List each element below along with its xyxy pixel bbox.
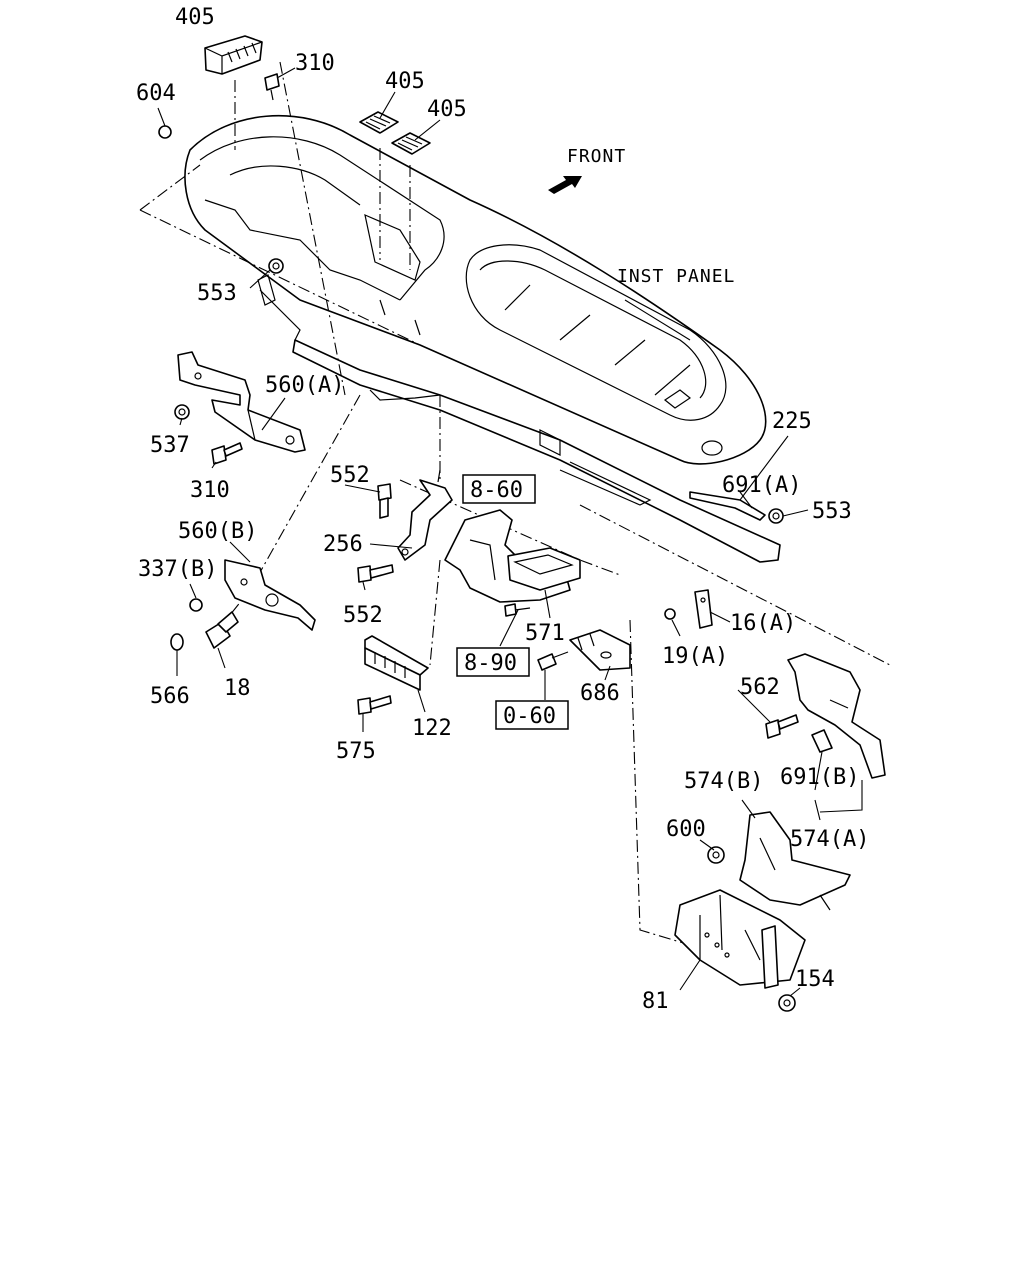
callout-604: 604 <box>136 81 176 106</box>
callout-553-b: 553 <box>812 499 852 524</box>
callout-566: 566 <box>150 684 190 709</box>
callout-560a: 560(A) <box>265 373 344 398</box>
callout-552-b: 552 <box>343 603 383 628</box>
vent-grille-405-a <box>204 35 263 75</box>
callout-256: 256 <box>323 532 363 557</box>
phantom-lines <box>139 61 891 946</box>
vent-grille-405-b <box>359 111 399 134</box>
callout-600: 600 <box>666 817 706 842</box>
connector-0-60 <box>537 651 569 671</box>
callout-405-c: 405 <box>427 97 467 122</box>
nut-537 <box>174 404 190 420</box>
screw-19a <box>664 608 676 620</box>
switch-686 <box>569 629 631 671</box>
callout-337b: 337(B) <box>138 557 217 582</box>
ref-box-8-60-text: 8-60 <box>470 478 523 503</box>
callout-686: 686 <box>580 681 620 706</box>
callout-571: 571 <box>525 621 565 646</box>
bracket-574a <box>787 653 886 779</box>
callout-310-a: 310 <box>295 51 335 76</box>
callout-562: 562 <box>740 675 780 700</box>
leader-lines <box>157 67 863 997</box>
pocket-box <box>507 547 581 591</box>
bracket-560b <box>224 559 316 631</box>
switch-panel-122 <box>364 635 429 691</box>
instrument-panel <box>184 114 767 465</box>
nut-553-right <box>768 508 784 524</box>
bracket-256 <box>397 469 453 561</box>
ring-566 <box>170 633 184 651</box>
callout-574a: 574(A) <box>790 827 869 852</box>
callout-19a: 19(A) <box>662 644 728 669</box>
nut-553-upper <box>268 258 284 274</box>
front-arrow-icon <box>548 176 582 194</box>
bolt-552-lower <box>357 564 394 583</box>
cross-beam <box>257 274 781 563</box>
callout-310-b: 310 <box>190 478 230 503</box>
plug-18 <box>205 611 239 649</box>
callout-553-a: 553 <box>197 281 237 306</box>
screw-337b <box>189 598 203 612</box>
tray-81 <box>674 889 806 989</box>
callout-560b: 560(B) <box>178 519 257 544</box>
ref-box-8-60: 8-60 <box>462 474 536 504</box>
bolt-552-upper <box>377 483 392 519</box>
bracket-16a <box>694 589 713 629</box>
callout-552-a: 552 <box>330 463 370 488</box>
callout-16a: 16(A) <box>730 611 796 636</box>
clip-604 <box>158 125 172 139</box>
ref-box-0-60-text: 0-60 <box>503 704 556 729</box>
callout-81: 81 <box>642 989 669 1014</box>
callout-691b: 691(B) <box>780 765 859 790</box>
callout-122: 122 <box>412 716 452 741</box>
callout-405-a: 405 <box>175 5 215 30</box>
callout-575: 575 <box>336 739 376 764</box>
ref-box-8-90-text: 8-90 <box>464 651 517 676</box>
clip-691b <box>811 729 833 753</box>
bolt-575 <box>357 695 392 715</box>
callout-691a: 691(A) <box>722 473 801 498</box>
nut-600 <box>707 846 725 864</box>
front-label: FRONT <box>567 146 626 167</box>
callout-405-b: 405 <box>385 69 425 94</box>
bracket-574b <box>739 811 851 911</box>
ref-box-0-60: 0-60 <box>495 700 569 730</box>
callout-154: 154 <box>795 967 835 992</box>
bolt-310-top <box>264 73 280 101</box>
bolt-310-lower <box>211 442 243 465</box>
callout-225: 225 <box>772 409 812 434</box>
bolt-562 <box>765 714 799 739</box>
callout-537: 537 <box>150 433 190 458</box>
bracket-560a <box>177 351 306 453</box>
vent-grille-405-c <box>391 132 431 155</box>
ref-box-8-90: 8-90 <box>456 647 530 677</box>
callout-18: 18 <box>224 676 251 701</box>
nut-154 <box>778 994 796 1012</box>
callout-574b: 574(B) <box>684 769 763 794</box>
inst-panel-label: INST PANEL <box>617 266 735 287</box>
